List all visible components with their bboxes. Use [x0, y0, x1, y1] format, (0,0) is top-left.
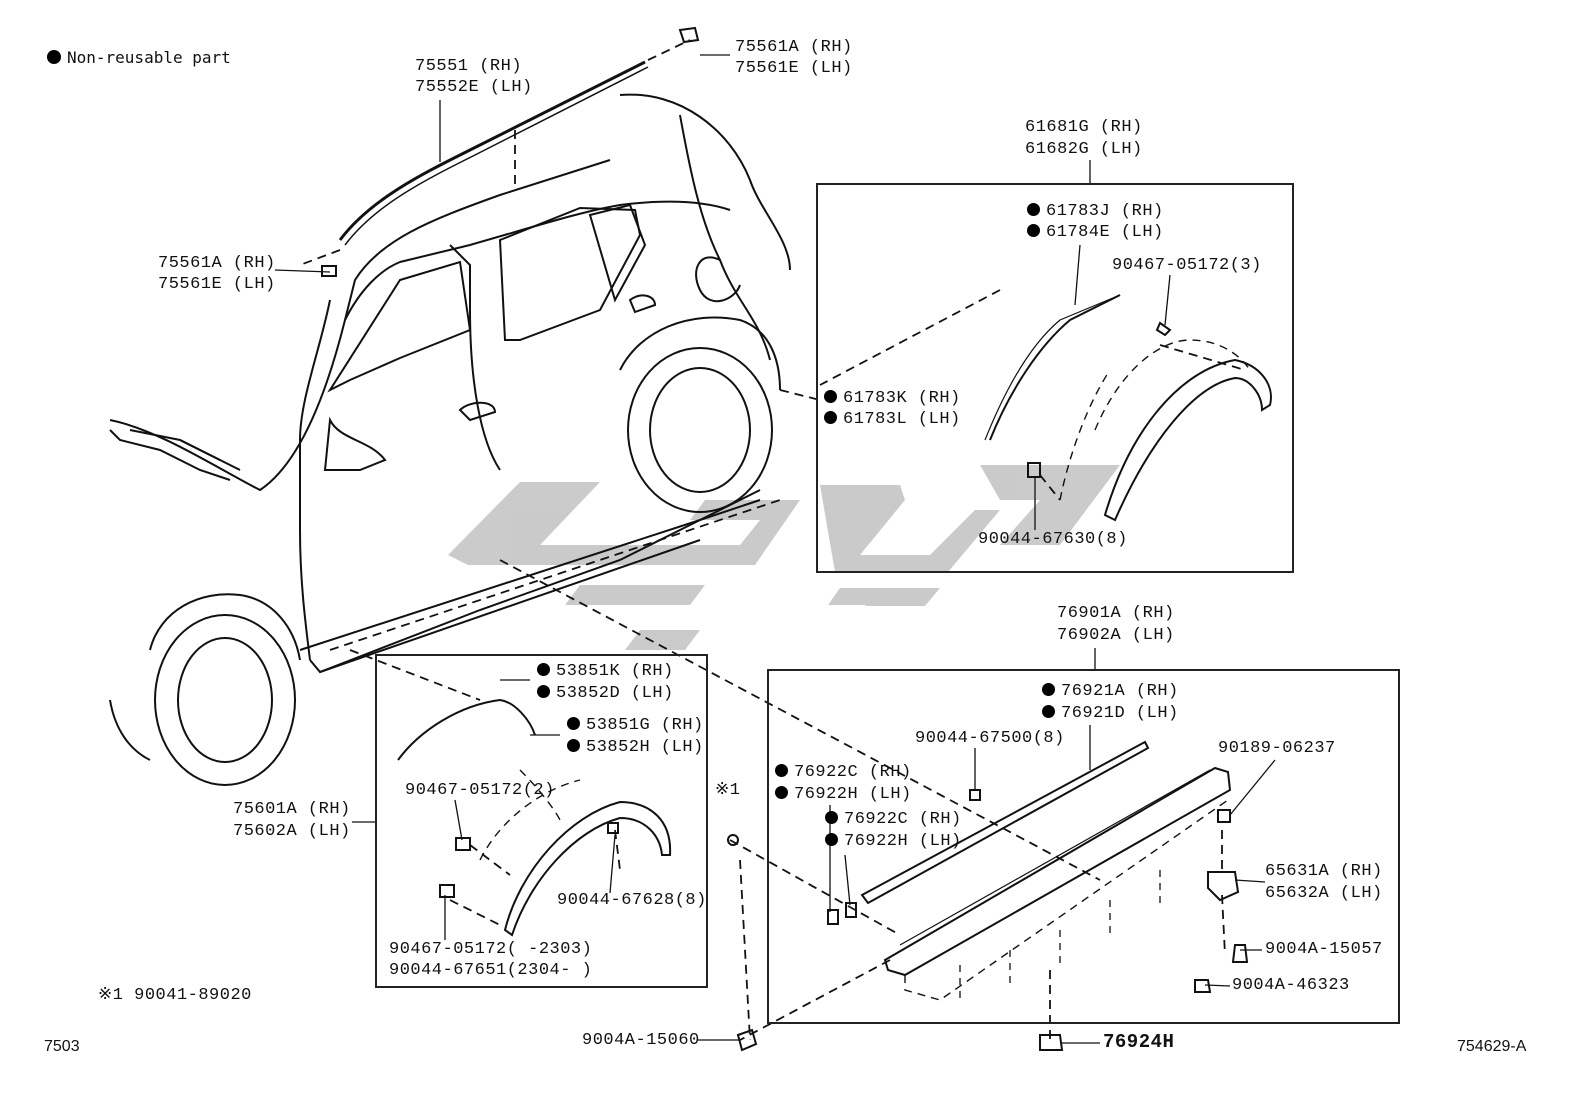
car-body-outline — [109, 93, 791, 786]
non-reusable-dot-icon — [775, 764, 788, 777]
part-label-75561a-top: 75561A (RH) — [735, 38, 853, 57]
part-label-76901a: 76901A (RH) — [1057, 604, 1175, 623]
clip-icon-top — [678, 26, 700, 44]
non-reusable-dot-icon — [567, 739, 580, 752]
non-reusable-dot-icon — [1042, 705, 1055, 718]
part-label-53851g: 53851G (RH) — [567, 716, 704, 736]
part-label-53852h: 53852H (LH) — [567, 738, 704, 758]
part-label-90044-67500: 90044-67500(8) — [915, 729, 1065, 748]
rocker-box — [767, 669, 1400, 1024]
part-label-76922h-b: 76922H (LH) — [825, 832, 962, 852]
part-label-75552e: 75552E (LH) — [415, 78, 533, 97]
leader-lines — [299, 39, 1246, 1041]
part-label-75601a: 75601A (RH) — [233, 800, 351, 819]
part-label-75602a: 75602A (LH) — [233, 822, 351, 841]
part-label-76921a: 76921A (RH) — [1042, 682, 1179, 702]
part-label-75561a-left: 75561A (RH) — [158, 254, 276, 273]
part-label-9004a-15057: 9004A-15057 — [1265, 940, 1383, 959]
non-reusable-dot-icon — [567, 717, 580, 730]
part-label-9004a-15060: 9004A-15060 — [582, 1031, 700, 1050]
part-label-61783j: 61783J (RH) — [1027, 202, 1164, 222]
non-reusable-dot-icon — [537, 685, 550, 698]
rocker-panel — [727, 740, 1249, 1052]
part-label-76921d: 76921D (LH) — [1042, 704, 1179, 724]
part-label-53851k: 53851K (RH) — [537, 662, 674, 682]
front-arch-box — [375, 654, 708, 988]
star-mark: ※1 — [715, 781, 741, 800]
part-label-75551: 75551 (RH) — [415, 57, 523, 76]
non-reusable-dot-icon — [824, 390, 837, 403]
part-label-61681g: 61681G (RH) — [1025, 118, 1143, 137]
non-reusable-dot-icon — [1042, 683, 1055, 696]
front-arch-moulding — [397, 698, 672, 937]
non-reusable-dot-icon — [775, 786, 788, 799]
part-label-61783l: 61783L (LH) — [824, 410, 961, 430]
footnote: ※1 90041-89020 — [98, 986, 252, 1005]
part-label-75561e-top: 75561E (LH) — [735, 59, 853, 78]
part-label-90044-67651: 90044-67651(2304- ) — [389, 961, 593, 980]
part-label-75561e-left: 75561E (LH) — [158, 275, 276, 294]
watermark-logo — [448, 465, 1120, 650]
part-label-90189: 90189-06237 — [1218, 739, 1336, 758]
non-reusable-dot-icon — [824, 411, 837, 424]
part-label-65631a: 65631A (RH) — [1265, 862, 1383, 881]
part-label-65632a: 65632A (LH) — [1265, 884, 1383, 903]
roof-rail — [338, 60, 649, 246]
part-label-90044-67628: 90044-67628(8) — [557, 891, 707, 910]
non-reusable-dot-icon — [825, 833, 838, 846]
rear-arch-moulding — [984, 294, 1272, 522]
non-reusable-dot-icon — [825, 811, 838, 824]
part-label-9004a-46323: 9004A-46323 — [1232, 976, 1350, 995]
part-label-90044-67630: 90044-67630(8) — [978, 530, 1128, 549]
part-label-76924h: 76924H — [1103, 1031, 1175, 1053]
non-reusable-dot-icon — [47, 50, 61, 64]
part-label-76902a: 76902A (LH) — [1057, 626, 1175, 645]
part-label-76922c-b: 76922C (RH) — [825, 810, 962, 830]
non-reusable-dot-icon — [1027, 203, 1040, 216]
part-label-76922c-a: 76922C (RH) — [775, 763, 912, 783]
legend-text: Non-reusable part — [67, 48, 231, 67]
rear-arch-box — [816, 183, 1294, 573]
part-label-90467-3: 90467-05172(3) — [1112, 256, 1262, 275]
non-reusable-dot-icon — [537, 663, 550, 676]
legend: Non-reusable part — [47, 48, 231, 67]
page-left-code: 7503 — [44, 1038, 80, 1055]
part-label-61783k: 61783K (RH) — [824, 389, 961, 409]
part-label-90467-2303: 90467-05172( -2303) — [389, 940, 593, 959]
part-label-76922h-a: 76922H (LH) — [775, 785, 912, 805]
part-label-61682g: 61682G (LH) — [1025, 140, 1143, 159]
page-right-code: 754629-A — [1457, 1038, 1527, 1055]
part-label-61784e: 61784E (LH) — [1027, 223, 1164, 243]
clip-icon — [321, 265, 337, 277]
part-label-90467-2: 90467-05172(2) — [405, 781, 555, 800]
part-label-53852d: 53852D (LH) — [537, 684, 674, 704]
non-reusable-dot-icon — [1027, 224, 1040, 237]
